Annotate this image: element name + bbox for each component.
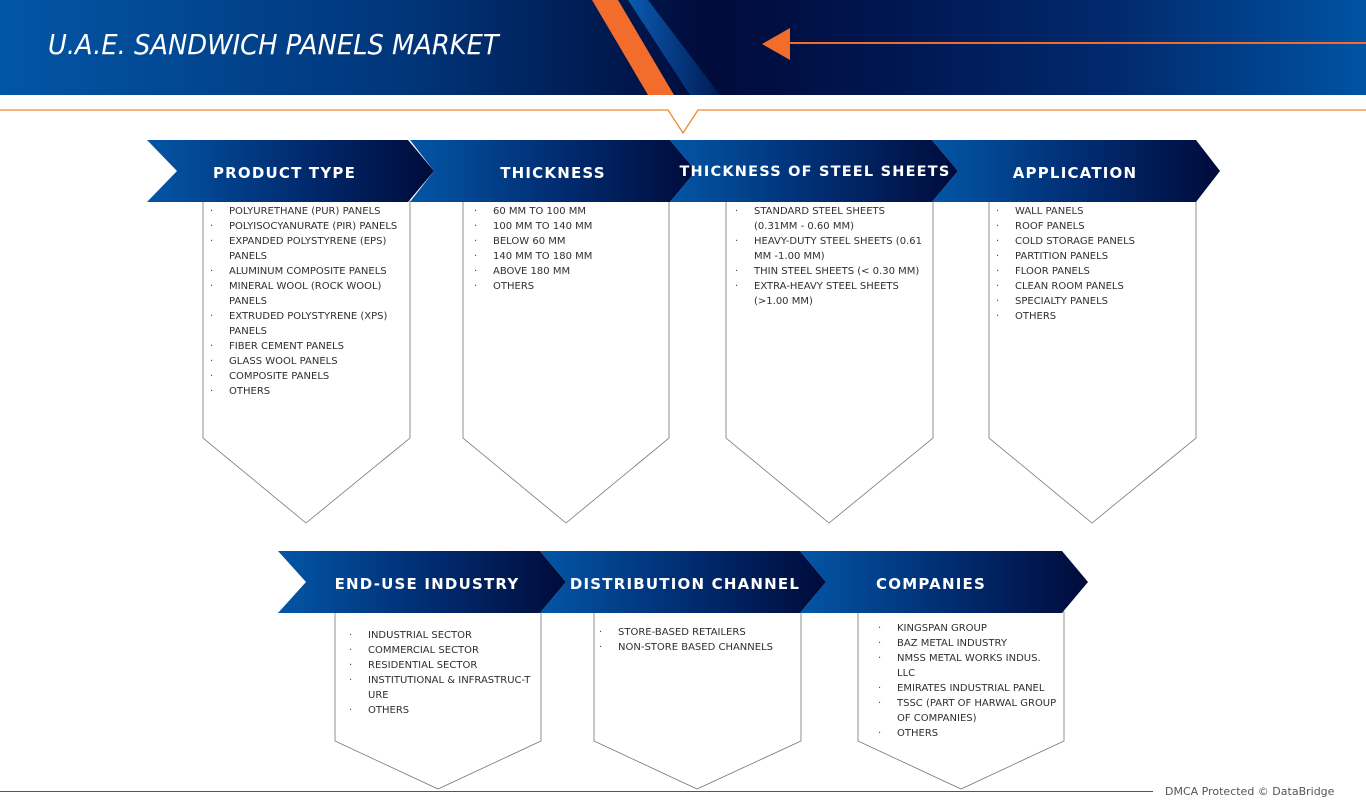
list-item: EMIRATES INDUSTRIAL PANEL xyxy=(872,681,1060,696)
thickness-list: 60 MM TO 100 MM 100 MM TO 140 MM BELOW 6… xyxy=(468,204,663,294)
list-item: INDUSTRIAL SECTOR xyxy=(343,628,533,643)
list-item: COLD STORAGE PANELS xyxy=(990,234,1190,249)
footer-divider xyxy=(0,791,1153,792)
banner-accent-line xyxy=(788,42,1366,44)
list-item: THIN STEEL SHEETS (< 0.30 MM) xyxy=(729,264,927,279)
list-item: STANDARD STEEL SHEETS (0.31MM - 0.60 MM) xyxy=(729,204,927,234)
list-item: 140 MM TO 180 MM xyxy=(468,249,663,264)
steel-sheets-list: STANDARD STEEL SHEETS (0.31MM - 0.60 MM)… xyxy=(729,204,927,309)
list-item: OTHERS xyxy=(872,726,1060,741)
footer-copyright: DMCA Protected © DataBridge xyxy=(1165,785,1335,798)
list-item: EXPANDED POLYSTYRENE (EPS) PANELS xyxy=(204,234,404,264)
list-item: ABOVE 180 MM xyxy=(468,264,663,279)
companies-list: KINGSPAN GROUP BAZ METAL INDUSTRY NMSS M… xyxy=(872,621,1060,741)
list-item: TSSC (PART OF HARWAL GROUP OF COMPANIES) xyxy=(872,696,1060,726)
section-divider xyxy=(0,109,1366,135)
list-item: PARTITION PANELS xyxy=(990,249,1190,264)
segment-title-thickness: THICKNESS xyxy=(500,164,606,182)
page-title: U.A.E. SANDWICH PANELS MARKET xyxy=(48,28,499,61)
list-item: COMMERCIAL SECTOR xyxy=(343,643,533,658)
list-item: HEAVY-DUTY STEEL SHEETS (0.61 MM -1.00 M… xyxy=(729,234,927,264)
application-list: WALL PANELS ROOF PANELS COLD STORAGE PAN… xyxy=(990,204,1190,324)
list-item: EXTRA-HEAVY STEEL SHEETS (>1.00 MM) xyxy=(729,279,927,309)
header-banner: U.A.E. SANDWICH PANELS MARKET xyxy=(0,0,1366,95)
segment-title-distribution-channel: DISTRIBUTION CHANNEL xyxy=(569,575,801,593)
segment-title-steel-sheets: THICKNESS OF STEEL SHEETS xyxy=(679,164,951,180)
list-item: ALUMINUM COMPOSITE PANELS xyxy=(204,264,404,279)
list-item: OTHERS xyxy=(468,279,663,294)
list-item: NMSS METAL WORKS INDUS. LLC xyxy=(872,651,1060,681)
segment-title-product-type: PRODUCT TYPE xyxy=(212,164,357,182)
list-item: COMPOSITE PANELS xyxy=(204,369,404,384)
list-item: BELOW 60 MM xyxy=(468,234,663,249)
list-item: 60 MM TO 100 MM xyxy=(468,204,663,219)
list-item: OTHERS xyxy=(204,384,404,399)
list-item: ROOF PANELS xyxy=(990,219,1190,234)
product-type-list: POLYURETHANE (PUR) PANELS POLYISOCYANURA… xyxy=(204,204,404,399)
list-item: STORE-BASED RETAILERS xyxy=(593,625,793,640)
list-item: CLEAN ROOM PANELS xyxy=(990,279,1190,294)
decorative-stripes xyxy=(592,0,720,95)
list-item: GLASS WOOL PANELS xyxy=(204,354,404,369)
list-item: BAZ METAL INDUSTRY xyxy=(872,636,1060,651)
list-item: 100 MM TO 140 MM xyxy=(468,219,663,234)
list-item: WALL PANELS xyxy=(990,204,1190,219)
list-item: FLOOR PANELS xyxy=(990,264,1190,279)
end-use-industry-list: INDUSTRIAL SECTOR COMMERCIAL SECTOR RESI… xyxy=(343,628,533,718)
segment-title-application: APPLICATION xyxy=(1012,164,1138,182)
list-item: MINERAL WOOL (ROCK WOOL) PANELS xyxy=(204,279,404,309)
list-item: POLYURETHANE (PUR) PANELS xyxy=(204,204,404,219)
list-item: KINGSPAN GROUP xyxy=(872,621,1060,636)
segment-title-end-use-industry: END-USE INDUSTRY xyxy=(334,575,520,593)
distribution-channel-list: STORE-BASED RETAILERS NON-STORE BASED CH… xyxy=(593,625,793,655)
segment-title-companies: COMPANIES xyxy=(876,575,986,593)
list-item: SPECIALTY PANELS xyxy=(990,294,1190,309)
list-item: OTHERS xyxy=(990,309,1190,324)
list-item: EXTRUDED POLYSTYRENE (XPS) PANELS xyxy=(204,309,404,339)
list-item: OTHERS xyxy=(343,703,533,718)
list-item: NON-STORE BASED CHANNELS xyxy=(593,640,793,655)
list-item: FIBER CEMENT PANELS xyxy=(204,339,404,354)
list-item: INSTITUTIONAL & INFRASTRUC-TURE xyxy=(343,673,533,703)
list-item: RESIDENTIAL SECTOR xyxy=(343,658,533,673)
list-item: POLYISOCYANURATE (PIR) PANELS xyxy=(204,219,404,234)
arrow-left-icon xyxy=(762,28,790,60)
